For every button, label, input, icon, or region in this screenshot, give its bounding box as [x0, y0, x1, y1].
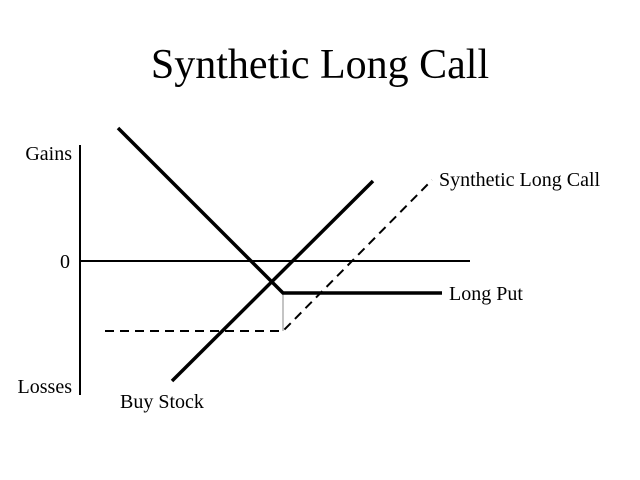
- long-put-line: [116, 126, 442, 295]
- gains-label: Gains: [25, 143, 72, 165]
- losses-label: Losses: [18, 376, 73, 398]
- synthetic-long-call-label: Synthetic Long Call: [439, 169, 601, 191]
- buy-stock-label: Buy Stock: [120, 391, 204, 413]
- long-put-label: Long Put: [449, 283, 523, 305]
- buy-stock-line: [170, 179, 375, 383]
- synthetic-long-call-line: [105, 179, 433, 332]
- zero-label: 0: [60, 251, 70, 273]
- diagram-title: Synthetic Long Call: [151, 42, 489, 88]
